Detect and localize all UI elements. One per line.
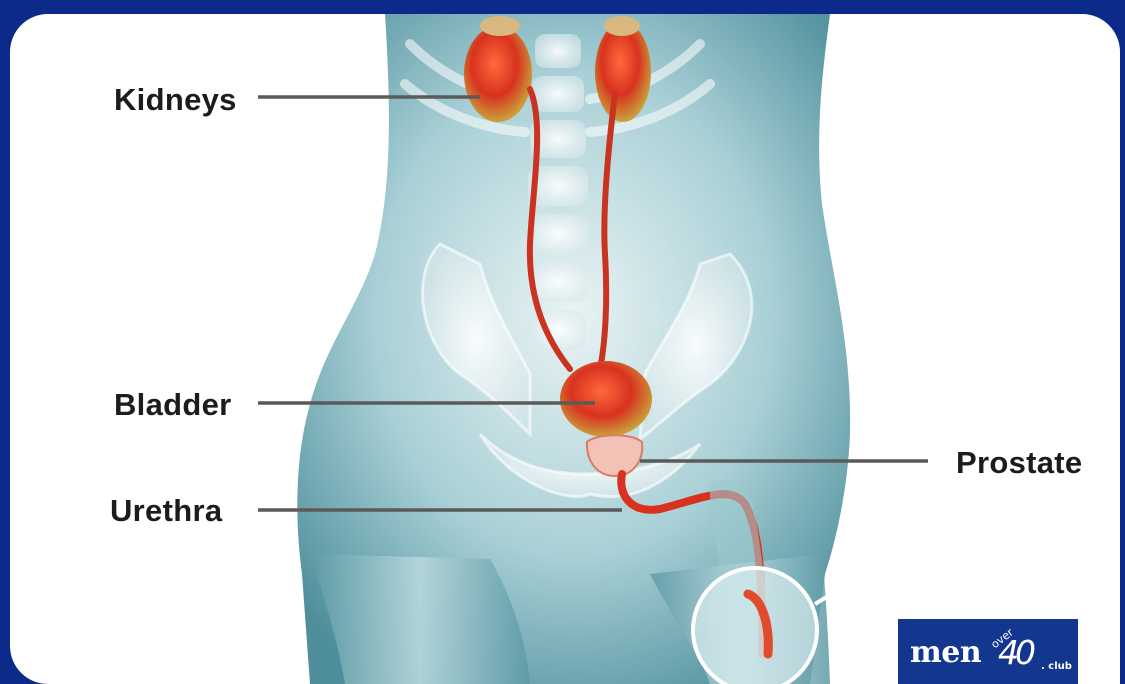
magnifier-circle [693, 568, 817, 684]
logo-number-text: 40 [998, 633, 1032, 672]
illustration-panel: Kidneys Bladder Prostate Urethra [10, 14, 1120, 684]
men-over-40-logo: men over 40 . club [898, 619, 1078, 684]
prostate-label: Prostate [956, 447, 1082, 478]
logo-club-text: . club [1041, 661, 1072, 672]
kidneys-label: Kidneys [114, 84, 237, 115]
urethra-label: Urethra [110, 495, 222, 526]
bladder-label: Bladder [114, 389, 232, 420]
left-leg [310, 554, 530, 684]
logo-men-text: men [910, 635, 981, 670]
bladder [560, 361, 652, 437]
